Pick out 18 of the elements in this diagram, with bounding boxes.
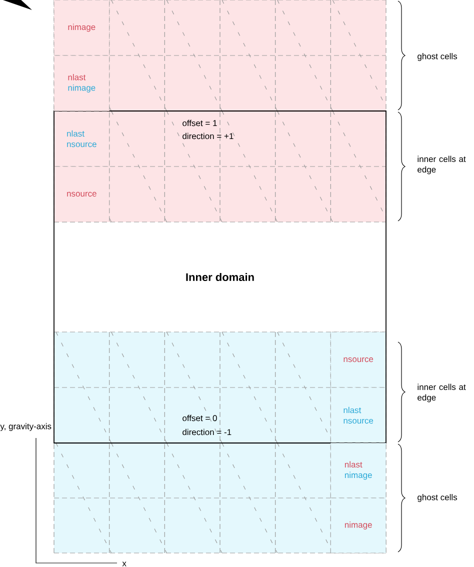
annotation-text: direction = +1 <box>182 132 234 140</box>
axis-label: x <box>122 562 126 566</box>
cell: nimage <box>330 498 386 554</box>
brace-label: ghost cells <box>418 494 458 502</box>
brace-label: ghost cells <box>418 53 458 61</box>
cell: nsource <box>330 332 386 388</box>
cell: nlast nimage <box>54 55 110 112</box>
cell: nlast nsource <box>54 110 110 167</box>
brace-label: inner cells at edge <box>418 156 466 174</box>
annotation-text: direction = -1 <box>182 428 232 436</box>
brace-label: inner cells at edge <box>418 384 466 402</box>
cell: nimage <box>54 0 110 56</box>
cell: nlast nsource <box>330 387 386 444</box>
cell: nsource <box>54 166 110 222</box>
axis-label: y, gravity-axis <box>0 423 52 431</box>
annotation-text: offset = 0 <box>182 414 217 422</box>
cell: nlast nimage <box>330 442 386 498</box>
annotation-text: offset = 1 <box>182 120 217 126</box>
